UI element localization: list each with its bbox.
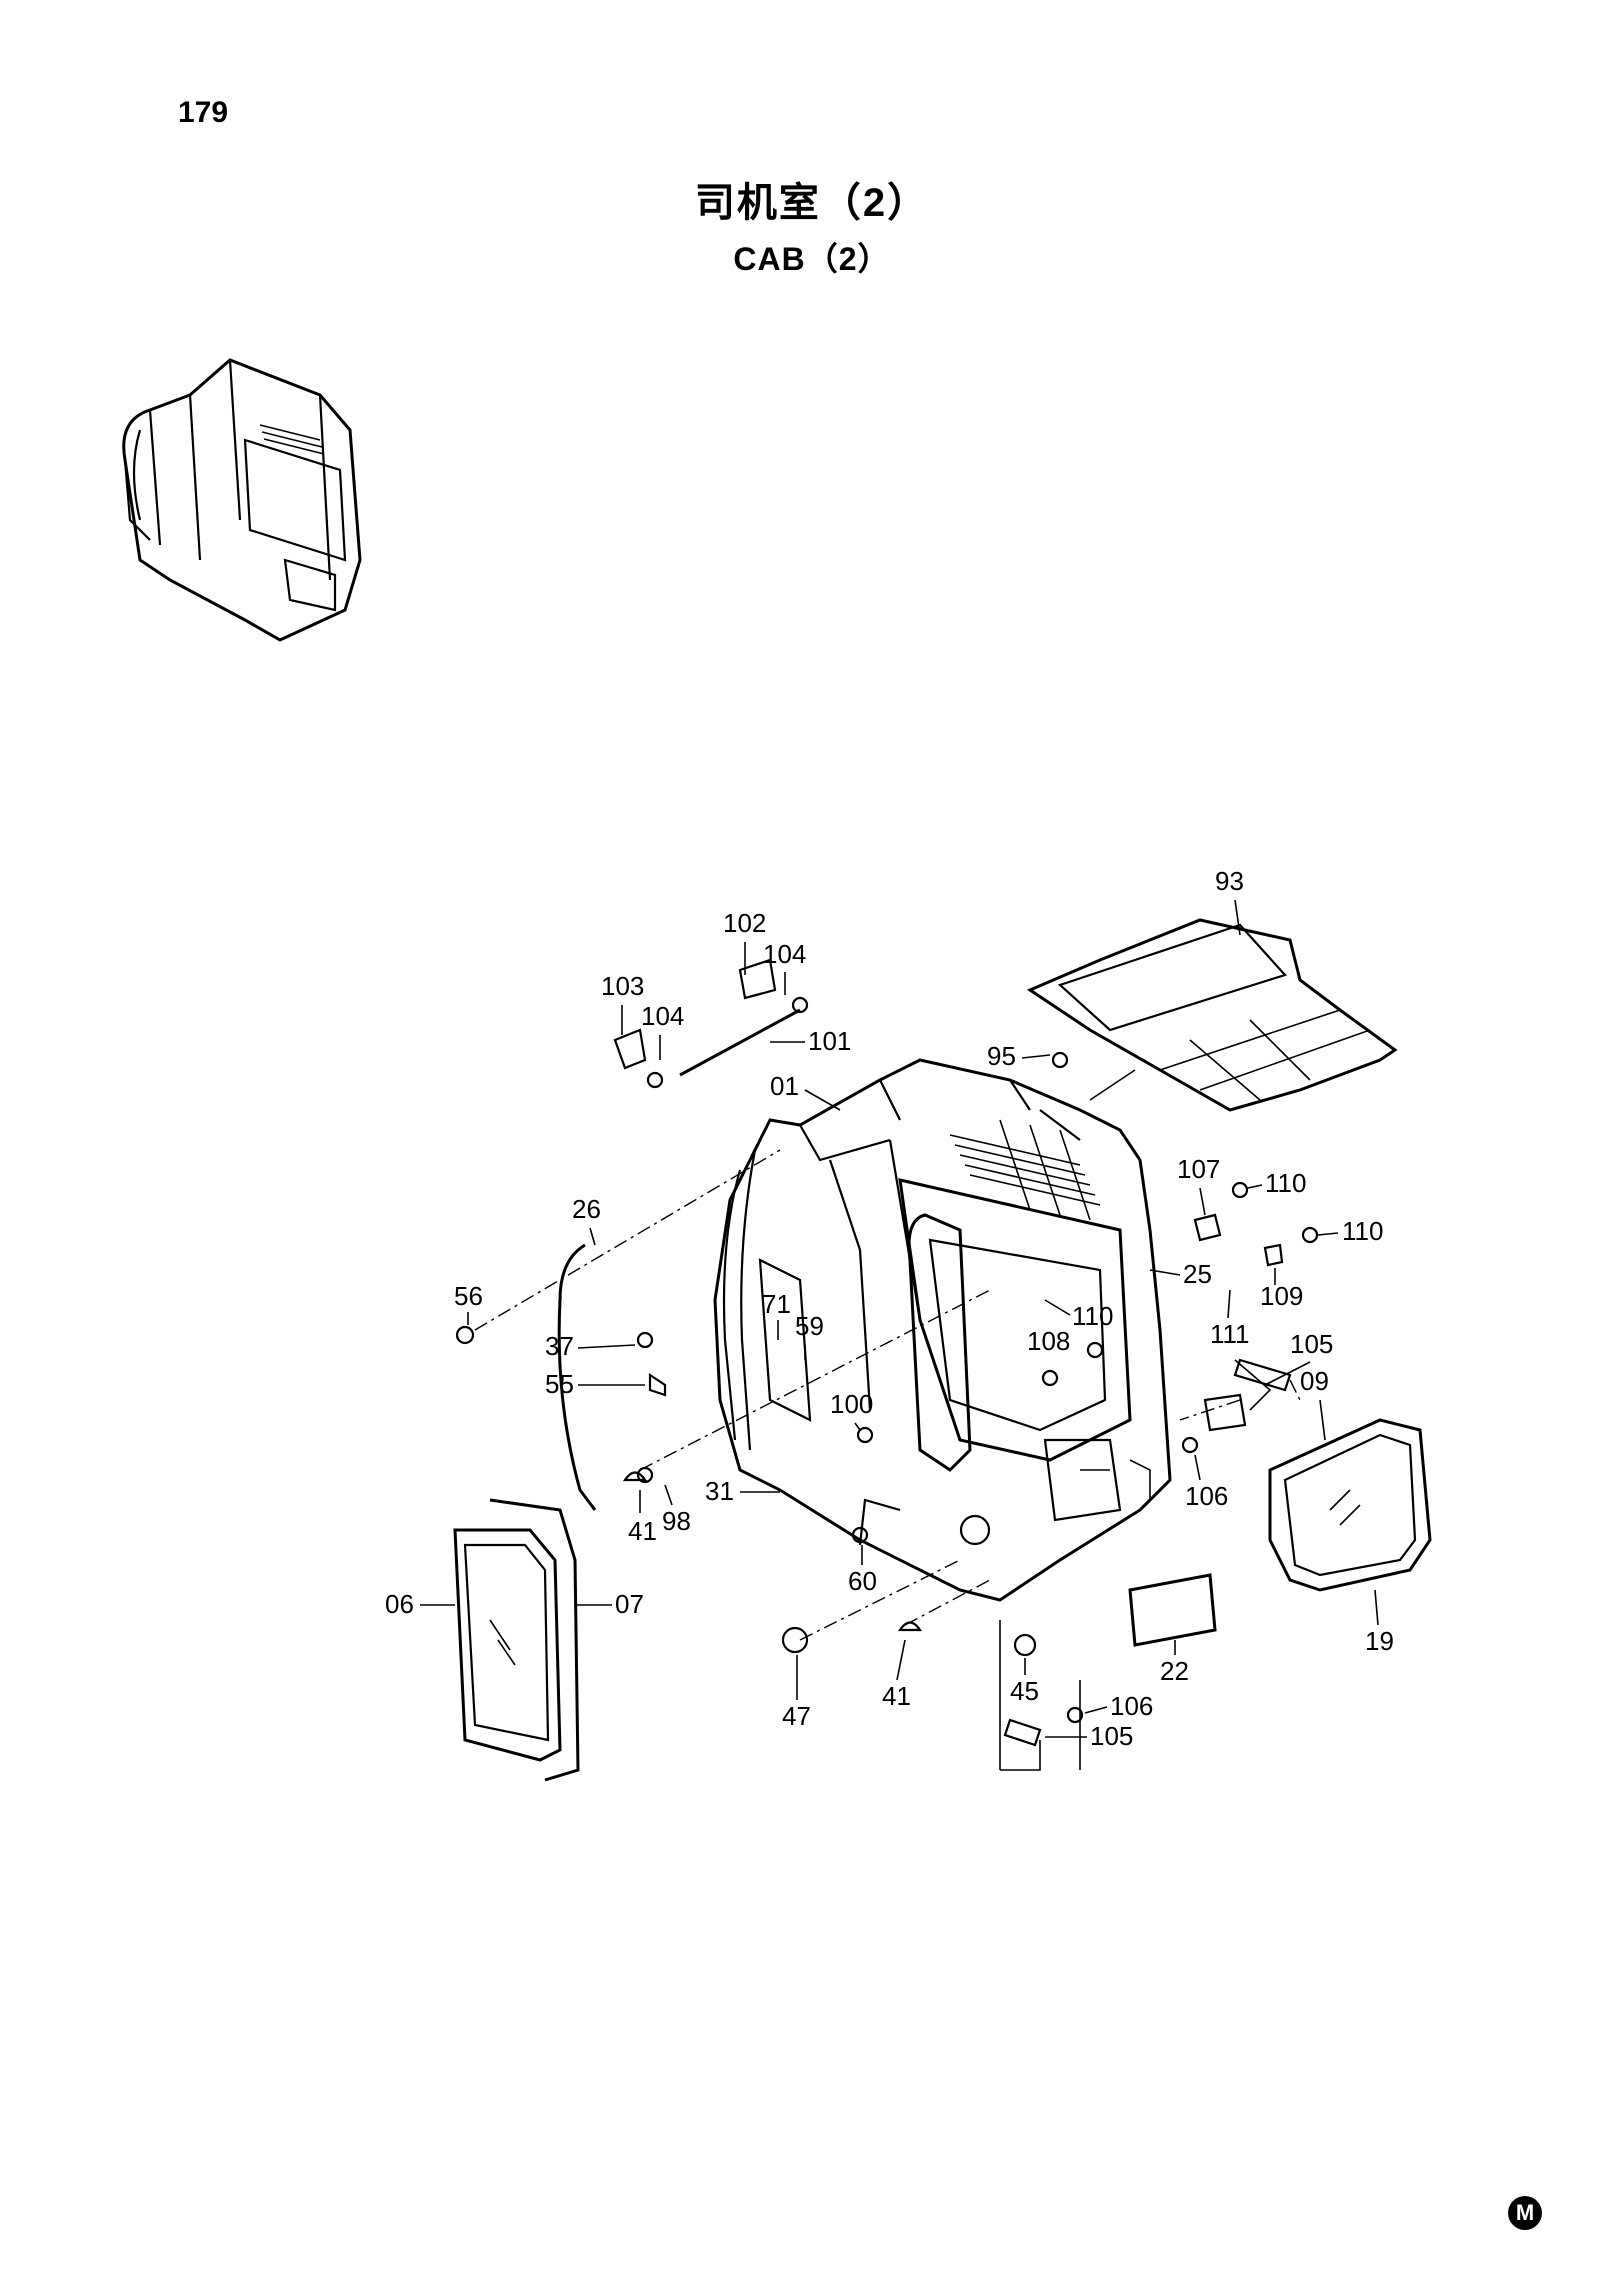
callout-labels: 93 102 104 103 104 101 95 01 107 110 110… (385, 866, 1394, 1751)
callout-108: 108 (1027, 1326, 1070, 1356)
callout-37: 37 (545, 1331, 574, 1361)
callout-22: 22 (1160, 1656, 1189, 1686)
callout-06: 06 (385, 1589, 414, 1619)
leader-lines (474, 1069, 1301, 1771)
callout-25: 25 (1183, 1259, 1212, 1289)
handrail (557, 1243, 597, 1511)
callout-104-a: 104 (763, 939, 806, 969)
callout-55: 55 (545, 1369, 574, 1399)
callout-102: 102 (723, 908, 766, 938)
callout-101: 101 (808, 1026, 851, 1056)
callout-100: 100 (830, 1389, 873, 1419)
callout-110-a: 110 (1265, 1168, 1306, 1198)
callout-41-a: 41 (628, 1516, 657, 1546)
callout-45: 45 (1010, 1676, 1039, 1706)
callout-93: 93 (1215, 866, 1244, 896)
page-title-chinese: 司机室（2） (694, 181, 930, 225)
callout-106-a: 106 (1185, 1481, 1228, 1511)
callout-110-c: 110 (1072, 1301, 1113, 1331)
cab-frame (713, 1058, 1172, 1602)
callout-60: 60 (848, 1566, 877, 1596)
overview-thumbnail (122, 358, 362, 642)
callout-41-b: 41 (882, 1681, 911, 1711)
callout-105-a: 105 (1290, 1329, 1333, 1359)
callout-71: 71 (762, 1289, 791, 1319)
callout-56: 56 (454, 1281, 483, 1311)
callout-98: 98 (662, 1506, 691, 1536)
callout-19: 19 (1365, 1626, 1394, 1656)
callout-103: 103 (601, 971, 644, 1001)
corner-mark-icon: M (1508, 2196, 1542, 2230)
small-glass (1128, 1573, 1217, 1647)
callout-106-b: 106 (1110, 1691, 1153, 1721)
door-glass-left (453, 1498, 580, 1782)
callout-07: 07 (615, 1589, 644, 1619)
callout-31: 31 (705, 1476, 734, 1506)
side-glass-right (1268, 1418, 1432, 1592)
callout-111: 111 (1210, 1319, 1250, 1349)
callout-59: 59 (795, 1311, 824, 1341)
callout-105-b: 105 (1090, 1721, 1133, 1751)
page-title-english: CAB（2） (733, 241, 891, 277)
page-number: 179 (178, 96, 229, 129)
callout-110-b: 110 (1342, 1216, 1383, 1246)
small-parts (455, 958, 1319, 1747)
callout-95: 95 (987, 1041, 1016, 1071)
callout-01: 01 (770, 1071, 799, 1101)
roof-glass (1026, 918, 1398, 1112)
callout-26: 26 (572, 1194, 601, 1224)
callout-107: 107 (1177, 1154, 1220, 1184)
callout-09: 09 (1300, 1366, 1329, 1396)
callout-47: 47 (782, 1701, 811, 1731)
callout-104-b: 104 (641, 1001, 684, 1031)
callout-109: 109 (1260, 1281, 1303, 1311)
